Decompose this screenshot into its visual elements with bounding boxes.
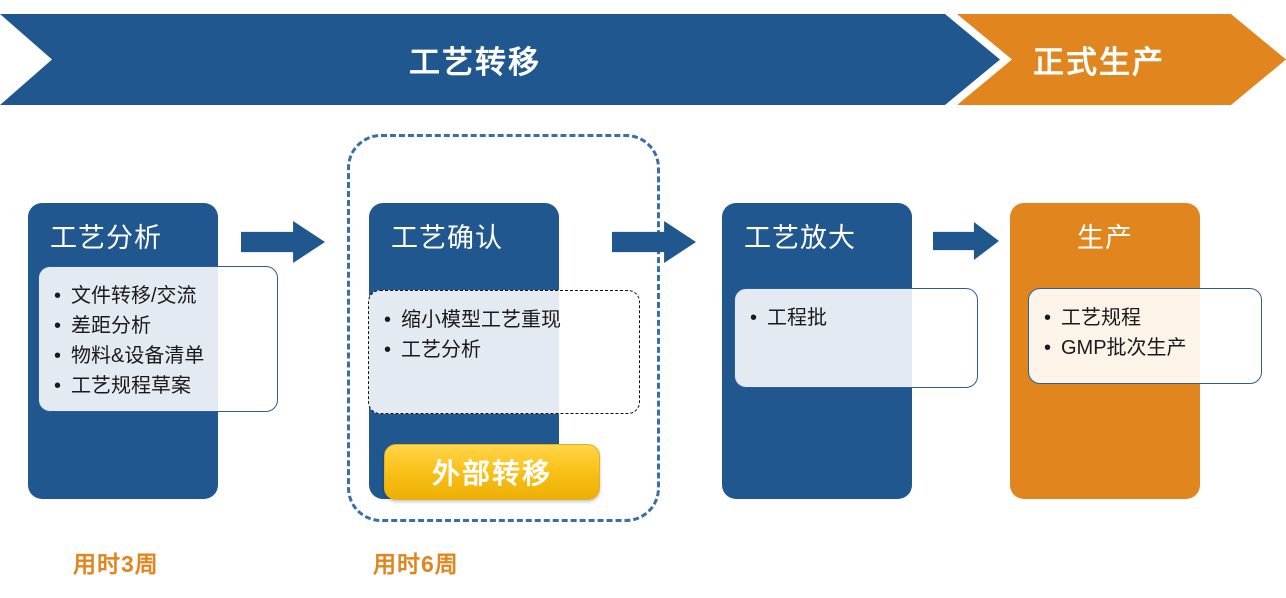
list-item: 缩小模型工艺重现 bbox=[384, 305, 623, 335]
detail-panel-production: 工艺规程 GMP批次生产 bbox=[1028, 288, 1262, 384]
right-arrow-icon bbox=[933, 222, 999, 260]
detail-panel-process-analysis: 文件转移/交流 差距分析 物料&设备清单 工艺规程草案 bbox=[38, 266, 278, 412]
right-arrow-icon bbox=[241, 221, 325, 263]
list-item: GMP批次生产 bbox=[1044, 333, 1245, 363]
stage-title: 工艺放大 bbox=[744, 223, 856, 253]
list-item: 工艺规程 bbox=[1044, 303, 1245, 333]
phase-banner-formal-production: 正式生产 bbox=[957, 14, 1286, 105]
list-item: 物料&设备清单 bbox=[54, 341, 261, 371]
list-item: 差距分析 bbox=[54, 311, 261, 341]
list-item: 文件转移/交流 bbox=[54, 281, 261, 311]
phase-banner-label: 工艺转移 bbox=[409, 45, 541, 80]
list-item: 工艺分析 bbox=[384, 335, 623, 365]
status-badge-external-transfer: 外部转移 bbox=[384, 444, 600, 500]
stage-title: 生产 bbox=[1077, 223, 1133, 253]
external-transfer-group-outline bbox=[347, 134, 660, 522]
stage-title: 工艺确认 bbox=[391, 223, 503, 253]
status-badge-label: 外部转移 bbox=[431, 458, 552, 489]
phase-banner-row: 工艺转移 正式生产 bbox=[0, 14, 1286, 105]
bullet-list: 文件转移/交流 差距分析 物料&设备清单 工艺规程草案 bbox=[53, 281, 261, 401]
list-item: 工程批 bbox=[750, 303, 961, 333]
bullet-list: 工艺规程 GMP批次生产 bbox=[1043, 303, 1245, 363]
detail-panel-process-confirmation: 缩小模型工艺重现 工艺分析 bbox=[368, 290, 640, 414]
stage-title: 工艺分析 bbox=[50, 223, 162, 253]
detail-panel-process-scaleup: 工程批 bbox=[734, 288, 978, 388]
list-item: 工艺规程草案 bbox=[54, 371, 261, 401]
bullet-list: 缩小模型工艺重现 工艺分析 bbox=[383, 305, 623, 365]
phase-banner-label: 正式生产 bbox=[1033, 45, 1165, 80]
duration-label-process-confirmation: 用时6周 bbox=[373, 551, 459, 577]
phase-banner-process-transfer: 工艺转移 bbox=[0, 14, 1000, 105]
bullet-list: 工程批 bbox=[749, 303, 961, 333]
duration-label-process-analysis: 用时3周 bbox=[73, 551, 159, 577]
